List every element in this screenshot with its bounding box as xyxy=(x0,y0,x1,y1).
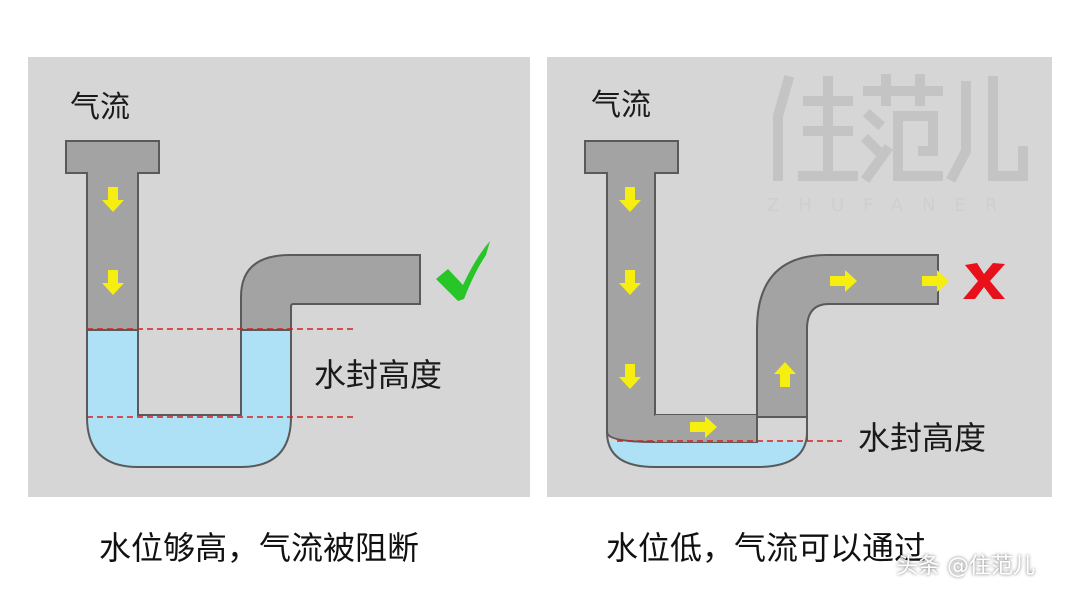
arrow-down-icon xyxy=(619,187,641,212)
u-bend-outer xyxy=(606,431,808,468)
watermark-logo xyxy=(773,74,1028,183)
left-trap-diagram xyxy=(65,140,490,468)
source-credit: 头条 @住范儿 xyxy=(896,554,1035,579)
arrow-down-icon xyxy=(102,187,124,212)
outlet-pipe xyxy=(240,254,421,331)
right-caption: 水位低，气流可以通过 xyxy=(606,529,927,567)
seal-height-label: 水封高度 xyxy=(314,356,443,394)
water-fill xyxy=(87,330,291,467)
seal-height-label: 水封高度 xyxy=(858,419,987,457)
right-diagram-panel: 气流 水封高度 ZHUFANER xyxy=(547,57,1052,497)
airflow-label: 气流 xyxy=(70,90,130,125)
airflow-arrows xyxy=(102,187,124,295)
arrow-down-icon xyxy=(619,270,641,295)
trap-pipe xyxy=(584,140,939,443)
inlet-pipe xyxy=(65,140,160,331)
left-diagram-panel: 气流 水封高度 xyxy=(28,57,530,497)
cross-icon xyxy=(963,263,1005,299)
airflow-arrows xyxy=(619,187,949,438)
arrow-down-icon xyxy=(619,364,641,389)
right-trap-diagram xyxy=(584,140,1005,468)
arrow-right-icon xyxy=(922,270,949,292)
watermark-subtext: ZHUFANER xyxy=(767,195,1017,216)
left-caption: 水位够高，气流被阻断 xyxy=(99,529,420,567)
arrow-down-icon xyxy=(102,270,124,295)
arrow-right-icon xyxy=(690,416,717,438)
arrow-right-icon xyxy=(830,270,857,292)
u-bend-outer xyxy=(86,330,292,468)
airflow-label: 气流 xyxy=(591,88,651,123)
water-fill xyxy=(607,429,807,467)
check-icon xyxy=(436,241,490,301)
u-bend-inner xyxy=(137,330,242,416)
arrow-up-icon xyxy=(774,362,796,387)
